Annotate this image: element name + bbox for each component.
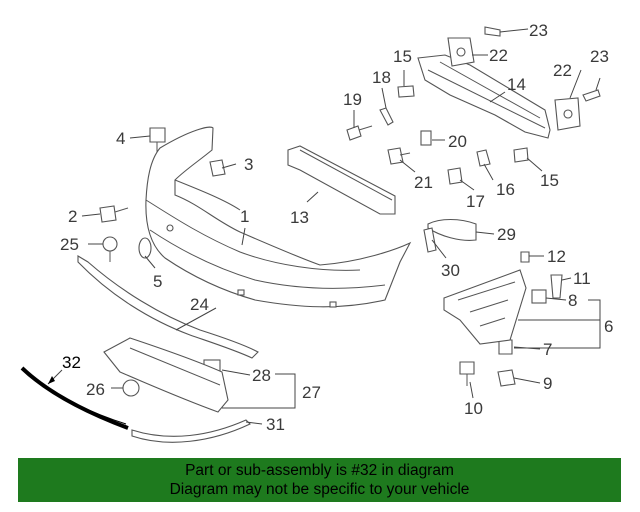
callout-17: 17: [466, 192, 485, 211]
callout-1: 1: [240, 207, 249, 226]
molding-31-part: [131, 419, 251, 443]
callout-21: 21: [414, 173, 433, 192]
callout-23-top: 23: [529, 21, 548, 40]
energy-absorber-part: [287, 145, 396, 215]
parts-diagram: 23 22 15 14 22 23 18 19 20 15 21 16 17 4…: [20, 21, 613, 443]
callout-31: 31: [266, 415, 285, 434]
callout-24: 24: [190, 295, 209, 314]
bracket-22-right: [554, 97, 581, 131]
callout-7: 7: [543, 340, 552, 359]
callout-22-top: 22: [489, 46, 508, 65]
callout-10: 10: [464, 399, 483, 418]
info-banner: Part or sub-assembly is #32 in diagram D…: [18, 458, 621, 502]
callout-30: 30: [441, 261, 460, 280]
banner-line-1: Part or sub-assembly is #32 in diagram: [185, 462, 454, 479]
callout-25: 25: [60, 235, 79, 254]
reinforcement-beam-part: [417, 54, 551, 139]
callout-28: 28: [252, 366, 271, 385]
bumper-cover-part: [145, 126, 412, 308]
bracket-30-part: [423, 227, 437, 253]
callout-3: 3: [244, 155, 253, 174]
side-bracket-part: [443, 269, 527, 345]
callout-5: 5: [153, 272, 162, 291]
callout-18: 18: [372, 68, 391, 87]
callout-2: 2: [68, 207, 77, 226]
bracket-22-left: [447, 37, 475, 67]
callout-6: 6: [604, 317, 613, 336]
callout-20: 20: [448, 132, 467, 151]
callout-14: 14: [507, 75, 526, 94]
callout-9: 9: [543, 374, 552, 393]
callout-labels: 23 22 15 14 22 23 18 19 20 15 21 16 17 4…: [60, 21, 613, 434]
callout-4: 4: [116, 129, 125, 148]
reflector-part: [427, 218, 477, 241]
callout-12: 12: [547, 247, 566, 266]
lower-panel-27-part: [103, 337, 229, 413]
callout-8: 8: [568, 291, 577, 310]
callout-23-right: 23: [590, 47, 609, 66]
leader-lines: [47, 28, 601, 425]
callout-11: 11: [573, 269, 591, 288]
callout-15-top: 15: [393, 47, 412, 66]
callout-22-right: 22: [553, 61, 572, 80]
callout-13: 13: [290, 208, 309, 227]
callout-26: 26: [86, 380, 105, 399]
callout-32: 32: [62, 353, 81, 372]
callout-27: 27: [302, 383, 321, 402]
callout-19: 19: [343, 90, 362, 109]
callout-15-right: 15: [540, 171, 559, 190]
banner-line-2: Diagram may not be specific to your vehi…: [169, 481, 470, 498]
callout-16: 16: [496, 180, 515, 199]
highlighted-part-32: [20, 366, 129, 430]
callout-29: 29: [497, 225, 516, 244]
fasteners: [99, 26, 601, 397]
lower-strip-24-part: [77, 255, 259, 359]
